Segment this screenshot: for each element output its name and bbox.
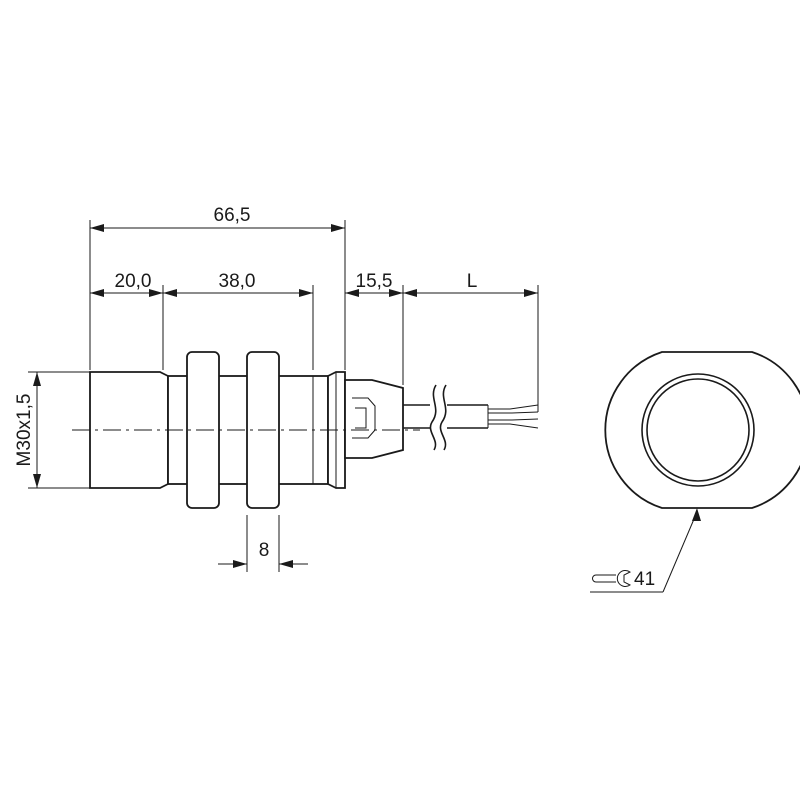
nut-outline (604, 351, 800, 509)
dimension-label-cable: L (467, 271, 478, 292)
arrow-head (331, 224, 345, 232)
arrow-head (90, 289, 104, 297)
dimension-label-thread-size: M30x1,5 (14, 394, 35, 467)
wire (488, 404, 539, 410)
dimension-chain: 20,0 38,0 15,5 L (90, 271, 539, 412)
sensing-face-outer (641, 373, 755, 487)
wrench-icon (592, 570, 631, 587)
dimension-nut-width: 8 (218, 515, 308, 572)
arrow-head (403, 289, 417, 297)
dimension-thread-diameter: M30x1,5 (14, 371, 90, 489)
wrench-size-label: 41 (634, 569, 655, 590)
wire (488, 423, 539, 429)
arrow-head (389, 289, 403, 297)
arrow-head (33, 372, 41, 386)
gland-detail-inner (355, 407, 367, 429)
dimension-label-sensing-face: 20,0 (115, 271, 152, 292)
sensor-side-view (72, 351, 539, 509)
arrow-head (233, 560, 247, 568)
break-mark (439, 384, 447, 451)
dimension-label-thread: 38,0 (219, 271, 256, 292)
gland-detail (352, 397, 376, 439)
arrow-head (345, 289, 359, 297)
wire (488, 418, 539, 421)
wire (488, 411, 539, 414)
arrow-head (163, 289, 177, 297)
sensor-front-view: 41 (590, 351, 800, 593)
dimension-overall: 66,5 (89, 205, 346, 370)
arrow-head (524, 289, 538, 297)
leader-line (662, 511, 698, 593)
arrow-head (299, 289, 313, 297)
dimension-label-connector: 15,5 (356, 271, 393, 292)
leader-arrow (692, 508, 701, 521)
dimension-label-nut-width: 8 (259, 540, 270, 561)
break-mark (429, 384, 437, 451)
cable-gland (344, 379, 404, 459)
arrow-head (279, 560, 293, 568)
arrow-head (149, 289, 163, 297)
arrow-head (33, 474, 41, 488)
sensing-face-inner (646, 378, 750, 482)
arrow-head (90, 224, 104, 232)
dimension-label-overall: 66,5 (214, 205, 251, 226)
